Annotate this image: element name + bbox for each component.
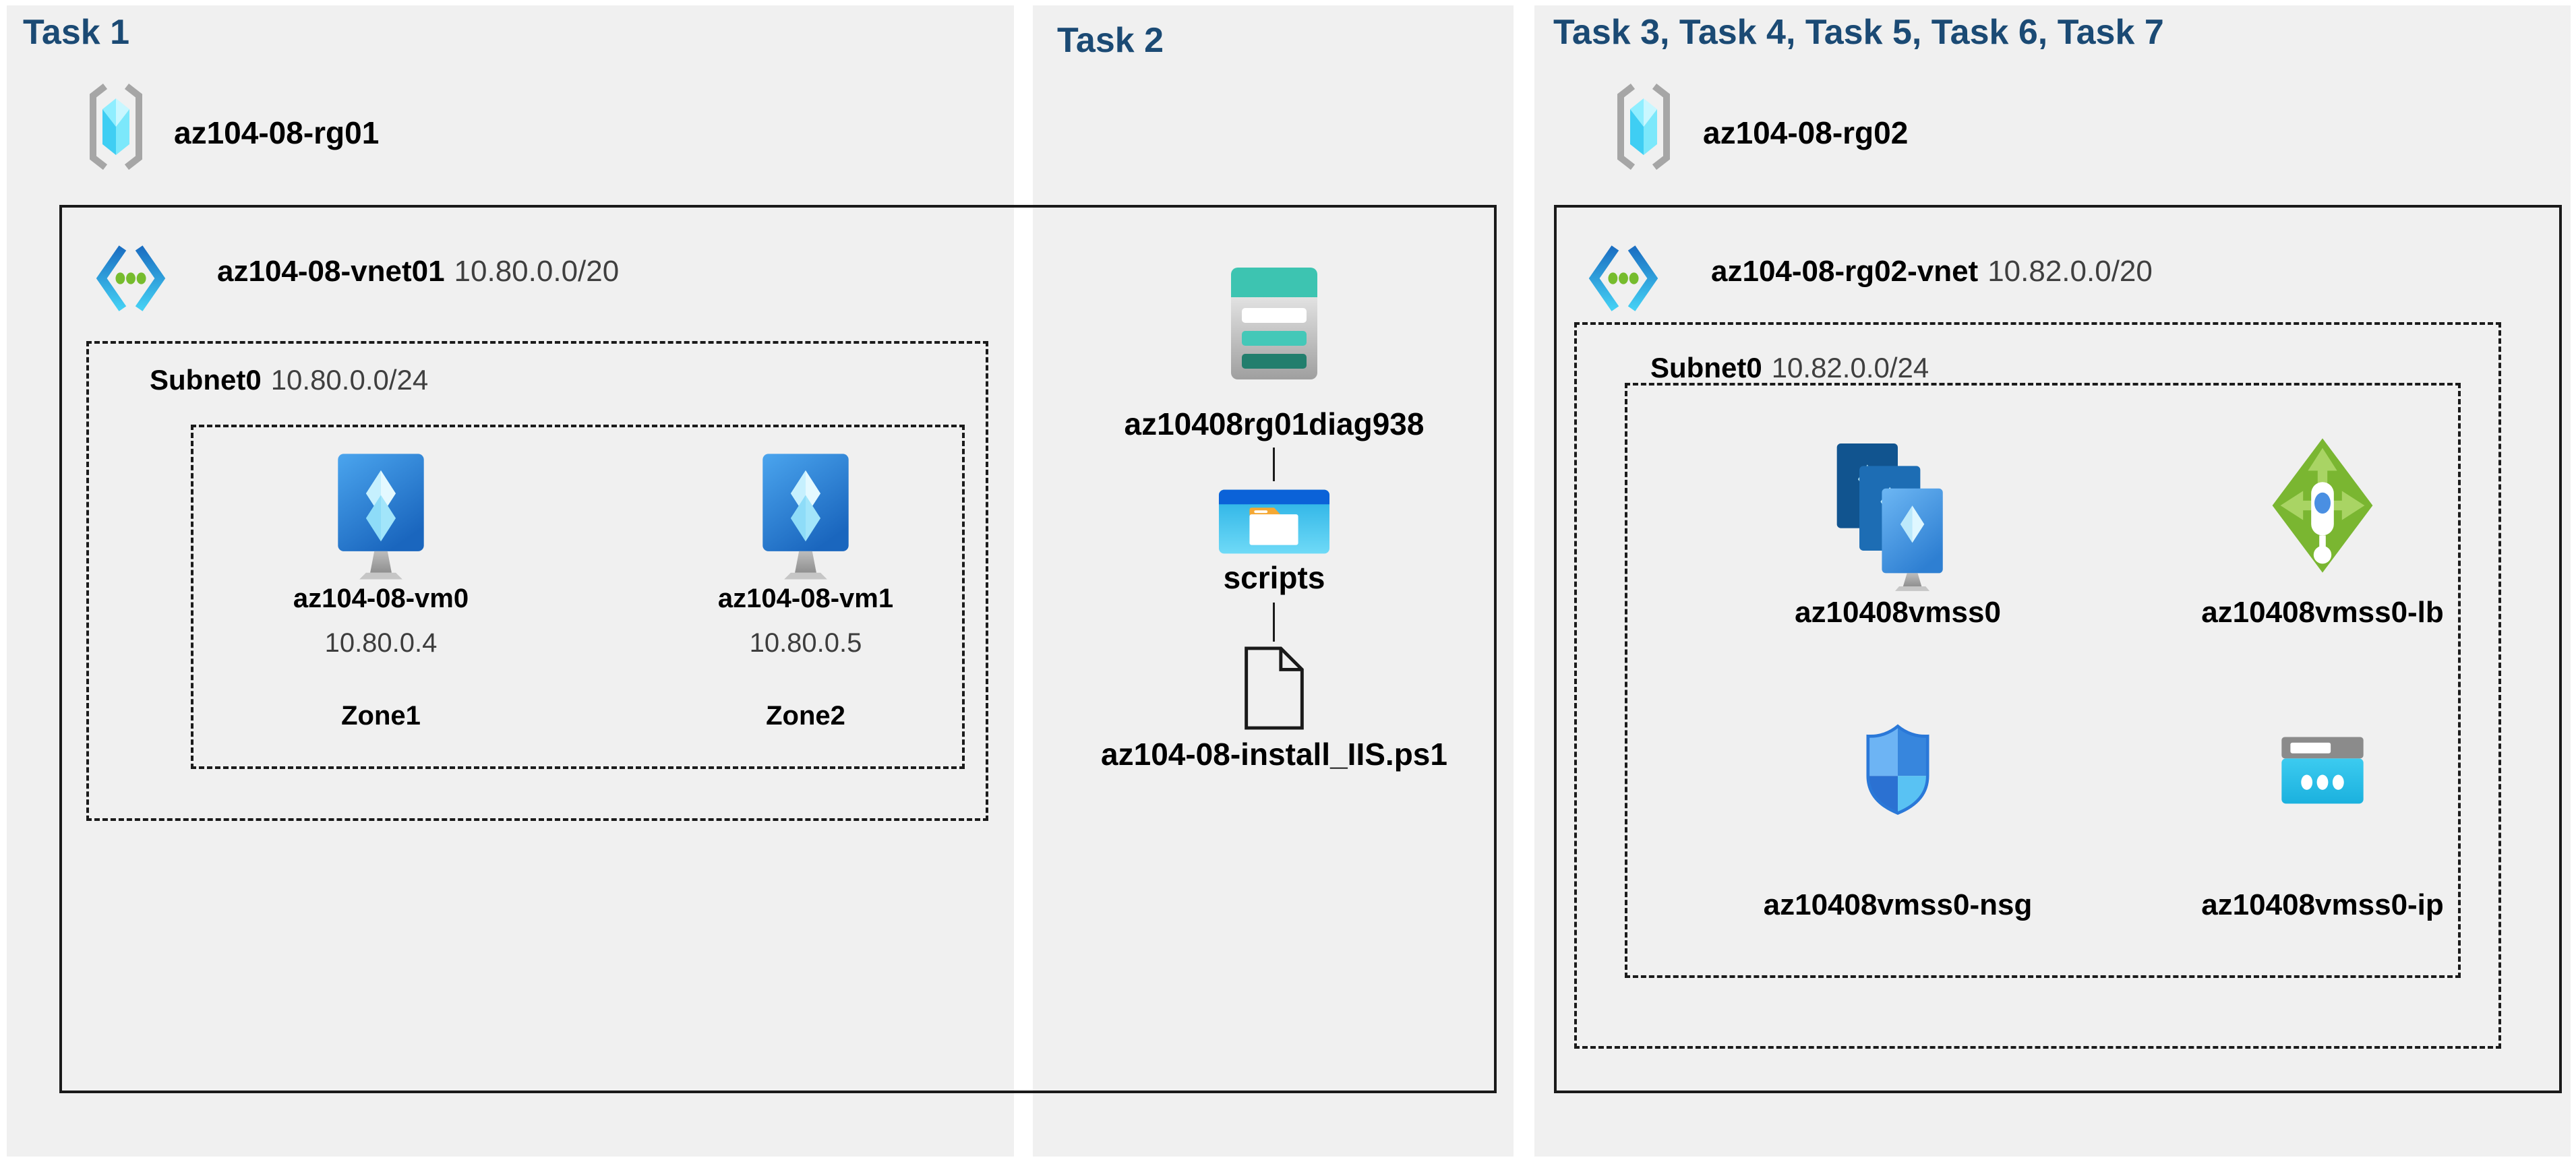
rg01-boundary-box [59, 205, 1497, 1093]
vmss-resources-box [1625, 383, 2461, 978]
script-file-name: az104-08-install_IIS.ps1 [1101, 737, 1447, 772]
storage-account-name: az10408rg01diag938 [1124, 406, 1425, 441]
subnet-name: Subnet0 [150, 364, 262, 396]
vnet-icon [1588, 237, 1658, 319]
folder-icon [1218, 488, 1331, 555]
availability-zone-box [191, 425, 965, 769]
subnet0-label: Subnet0 10.82.0.0/24 [1650, 352, 1929, 384]
subnet0-box [1574, 322, 2501, 1049]
folder-name: scripts [1223, 560, 1325, 595]
vnet-cidr: 10.82.0.0/20 [1987, 255, 2153, 288]
vnet-cidr: 10.80.0.0/20 [454, 255, 620, 288]
vm-zone: Zone1 [341, 701, 421, 731]
rg02-boundary-box [1554, 205, 2562, 1093]
vnet-name: az104-08-vnet01 [217, 255, 445, 288]
task3-title: Task 3, Task 4, Task 5, Task 6, Task 7 [1553, 13, 2164, 52]
load-balancer-name: az10408vmss0-lb [2201, 596, 2444, 629]
virtual-machine-icon [755, 449, 856, 581]
connector-line [1273, 448, 1275, 481]
vm-name: az104-08-vm0 [293, 584, 469, 613]
storage-account-icon [1230, 266, 1319, 381]
task2-title: Task 2 [1057, 21, 1164, 60]
vmss-icon [1825, 438, 1971, 593]
task1-panel [7, 5, 1014, 1157]
vnet-label: az104-08-vnet01 10.80.0.0/20 [217, 255, 619, 288]
task2-panel [1033, 5, 1514, 1157]
resource-group-icon [85, 82, 147, 171]
nsg-icon [1855, 723, 1940, 817]
subnet-cidr: 10.82.0.0/24 [1771, 352, 1929, 383]
connector-line [1273, 603, 1275, 642]
virtual-machine-icon [330, 449, 431, 581]
vnet-icon [96, 237, 166, 319]
vm-ip: 10.80.0.4 [324, 628, 438, 658]
vm-ip: 10.80.0.5 [749, 628, 862, 658]
nsg-name: az10408vmss0-nsg [1763, 888, 2033, 921]
task3-panel [1534, 5, 2571, 1157]
file-icon [1240, 646, 1308, 731]
subnet-cidr: 10.80.0.0/24 [270, 364, 429, 396]
subnet0-box [86, 341, 988, 821]
resource-group-name: az104-08-rg02 [1703, 115, 1909, 150]
vnet-name: az104-08-rg02-vnet [1711, 255, 1979, 288]
vmss-name: az10408vmss0 [1795, 596, 2001, 629]
public-ip-name: az10408vmss0-ip [2201, 888, 2444, 921]
resource-group-name: az104-08-rg01 [174, 115, 380, 150]
task1-title: Task 1 [23, 13, 130, 52]
subnet-name: Subnet0 [1650, 352, 1762, 383]
vm-zone: Zone2 [766, 701, 845, 731]
public-ip-icon [2272, 732, 2373, 807]
vm-name: az104-08-vm1 [717, 584, 894, 613]
load-balancer-icon [2254, 437, 2391, 574]
resource-group-icon [1613, 82, 1675, 171]
